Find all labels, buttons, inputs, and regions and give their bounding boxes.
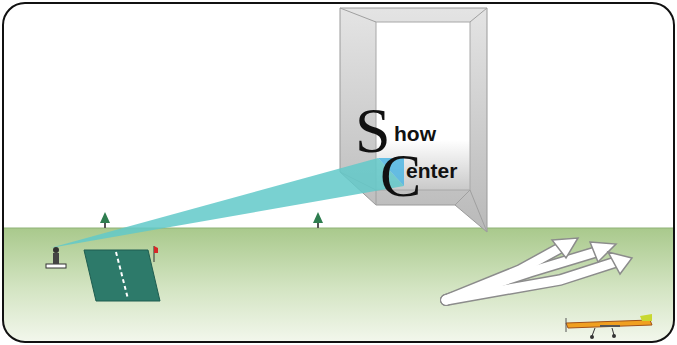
sight-beam [50,158,404,248]
airplane [566,314,652,339]
flight-arrows [446,238,632,300]
show-center-text: enter [406,159,457,183]
flag [154,246,158,262]
box-edge [470,8,487,22]
show-center-box: ShowCenter [340,8,487,232]
ground [3,228,674,342]
frame-border [3,3,674,342]
box-outer [340,8,487,232]
runway [84,250,160,301]
box-edge [376,190,377,205]
box-edge [470,190,487,232]
horizon [3,228,674,229]
runway-centerline [116,252,128,299]
scene [3,3,674,342]
box-edge [340,8,376,22]
box-edge [455,190,470,205]
tree [100,212,110,228]
pilot-figure [46,247,66,268]
tree [313,212,323,228]
